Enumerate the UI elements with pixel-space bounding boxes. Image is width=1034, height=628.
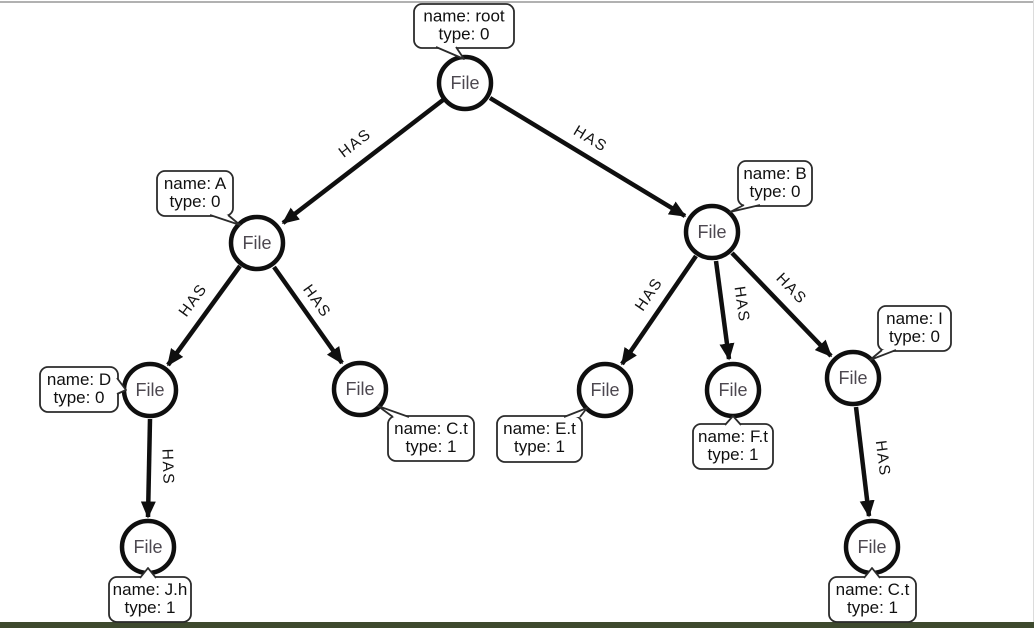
node-Ft: File	[704, 361, 762, 419]
prop-type: type: 0	[53, 388, 104, 407]
edge-A-Ct-left: HAS	[272, 265, 344, 365]
prop-type: type: 0	[169, 192, 220, 211]
prop-name: name: B	[743, 164, 806, 183]
node-root: File	[436, 54, 494, 112]
callout-B: name: B type: 0	[729, 160, 813, 213]
callout-A: name: A type: 0	[156, 170, 241, 226]
callout-Et: name: E.t type: 1	[496, 407, 588, 463]
prop-type: type: 1	[405, 437, 456, 456]
node-label: File	[135, 380, 164, 400]
edge-D-Jh: HAS	[140, 418, 177, 519]
prop-name: name: C.t	[836, 580, 910, 599]
prop-name: name: D	[47, 370, 111, 389]
node-Ct-left: File	[331, 360, 389, 418]
node-label: File	[133, 537, 162, 557]
callout-Ct-left: name: C.t type: 1	[377, 405, 475, 462]
node-Jh: File	[119, 518, 177, 576]
prop-name: name: root	[423, 7, 505, 26]
edge-label-has: HAS	[158, 448, 176, 485]
node-label: File	[838, 368, 867, 388]
node-D: File	[121, 361, 179, 419]
callout-Ft: name: F.t type: 1	[692, 415, 774, 470]
callout-Jh: name: J.h type: 1	[108, 567, 192, 623]
node-label: File	[590, 380, 619, 400]
edge-label-has: HAS	[731, 285, 753, 323]
prop-name: name: F.t	[698, 427, 768, 446]
bottom-bar	[0, 622, 1034, 628]
top-border-line	[0, 1, 1034, 3]
node-I: File	[824, 349, 882, 407]
prop-name: name: J.h	[113, 580, 188, 599]
prop-name: name: E.t	[503, 419, 576, 438]
prop-type: type: 0	[889, 327, 940, 346]
node-label: File	[697, 222, 726, 242]
edge-B-Ft: HAS	[713, 260, 753, 361]
edge-I-Ct-right: HAS	[853, 406, 893, 518]
node-Et: File	[576, 361, 634, 419]
prop-type: type: 0	[749, 182, 800, 201]
edge-A-D: HAS	[166, 264, 242, 367]
prop-type: type: 1	[847, 598, 898, 617]
edge-label-has: HAS	[299, 282, 334, 321]
callout-root: name: root type: 0	[413, 3, 515, 60]
prop-type: type: 1	[124, 598, 175, 617]
node-A: File	[228, 214, 286, 272]
edge-root-B: HAS	[488, 96, 687, 218]
node-B: File	[683, 203, 741, 261]
prop-name: name: C.t	[394, 419, 468, 438]
prop-type: type: 1	[707, 445, 758, 464]
edge-root-A: HAS	[281, 98, 445, 225]
edge-label-has: HAS	[872, 439, 893, 477]
node-label: File	[242, 233, 271, 253]
node-Ct-right: File	[843, 518, 901, 576]
callout-Ct-right: name: C.t type: 1	[828, 567, 917, 623]
node-label: File	[857, 537, 886, 557]
node-label: File	[345, 379, 374, 399]
prop-type: type: 1	[514, 437, 565, 456]
edge-B-Et: HAS	[620, 254, 698, 366]
callout-D: name: D type: 0	[39, 366, 127, 413]
node-label: File	[718, 380, 747, 400]
prop-name: name: A	[164, 174, 227, 193]
prop-name: name: I	[886, 309, 943, 328]
prop-type: type: 0	[438, 25, 489, 44]
node-label: File	[450, 73, 479, 93]
callout-I: name: I type: 0	[869, 305, 952, 361]
